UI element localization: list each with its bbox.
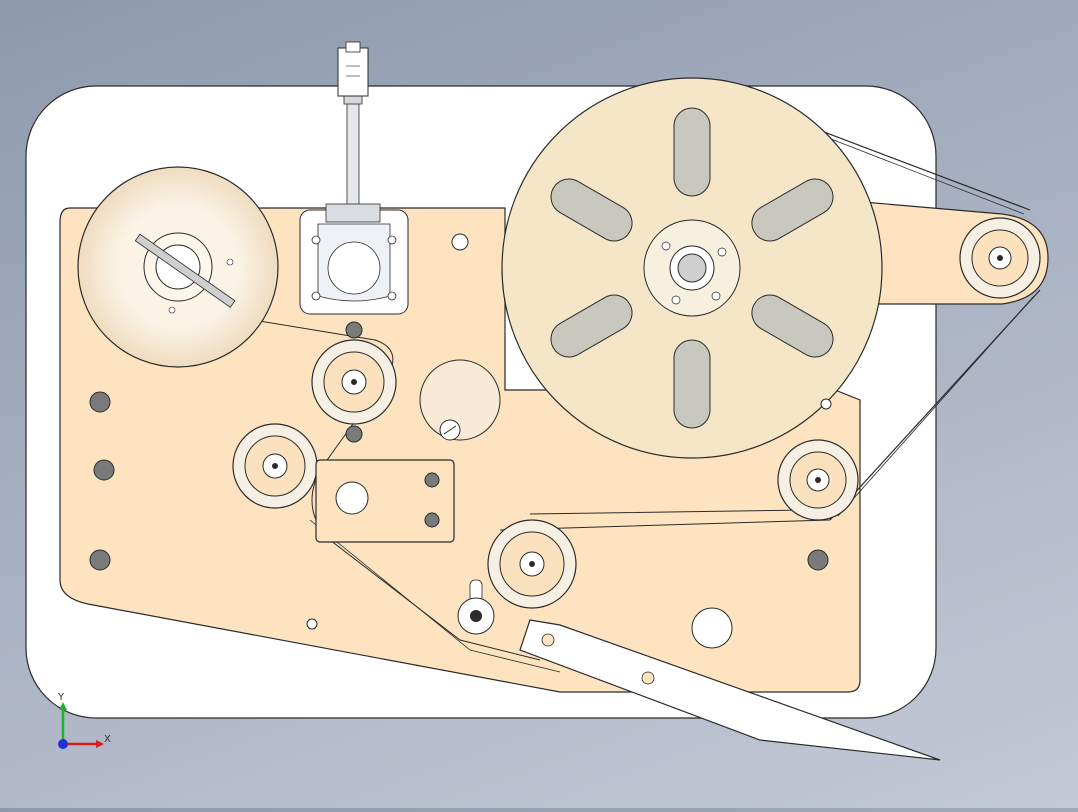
sensor-bracket[interactable] xyxy=(299,203,409,315)
return-roller[interactable] xyxy=(777,439,859,521)
pin xyxy=(345,425,363,443)
guide-roller-1[interactable] xyxy=(311,339,397,425)
pin xyxy=(345,321,363,339)
guide-roller-2[interactable] xyxy=(232,423,318,509)
supply-roll[interactable] xyxy=(77,166,279,368)
rewind-reel[interactable] xyxy=(501,77,883,459)
y-axis-label: Y xyxy=(57,692,65,703)
peel-blade[interactable] xyxy=(519,619,941,761)
idler-roller[interactable] xyxy=(959,217,1041,299)
drive-roller[interactable] xyxy=(487,519,577,609)
plate-holes xyxy=(89,391,832,649)
sensor-post[interactable] xyxy=(337,41,369,209)
x-axis-label: X xyxy=(104,734,111,745)
coordinate-axes-icon: X Y xyxy=(57,692,111,749)
blade-hole xyxy=(641,671,655,685)
connector-plug-icon xyxy=(337,47,369,97)
label-web-2 xyxy=(309,519,561,673)
blade-hole xyxy=(541,633,555,647)
sensor-disc[interactable] xyxy=(419,359,501,441)
mount-hole xyxy=(451,233,469,251)
adjust-knob[interactable] xyxy=(457,579,495,635)
mount-plate[interactable] xyxy=(59,207,861,693)
peel-block[interactable] xyxy=(315,459,455,543)
